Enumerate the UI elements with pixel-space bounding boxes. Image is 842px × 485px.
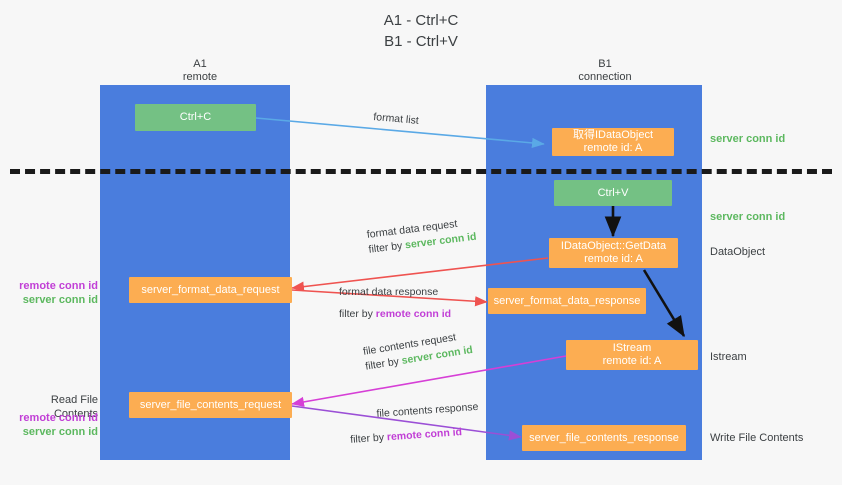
box-idataobject[interactable]: 取得IDataObject remote id: A: [552, 128, 674, 156]
lane-header-b1: B1 connection: [540, 58, 670, 84]
edge-label-format-data-response: format data response filter by remote co…: [339, 285, 451, 322]
left-label-remote-conn-id-2: remote conn id: [19, 412, 98, 424]
box-server-format-data-request[interactable]: server_format_data_request: [129, 277, 292, 303]
edge-label-format-data-response-line2: filter by remote conn id: [339, 307, 451, 322]
box-istream[interactable]: IStream remote id: A: [566, 340, 698, 370]
phase-separator: [10, 169, 832, 174]
right-label-server-conn-id-mid: server conn id: [710, 211, 786, 223]
left-label-server-conn-id-2: server conn id: [22, 426, 98, 438]
filter-prefix: filter by: [349, 431, 388, 446]
filter-value-remote-conn-id: remote conn id: [375, 308, 452, 320]
right-label-write-file-contents: Write File Contents: [710, 432, 804, 444]
page-title: A1 - Ctrl+C B1 - Ctrl+V: [383, 12, 459, 50]
edge-label-format-data-response-line1: format data response: [339, 286, 439, 298]
filter-prefix: filter by: [339, 308, 376, 320]
lane-header-a1-name: A1: [193, 58, 207, 70]
arrow-file-contents-response: [291, 405, 522, 441]
box-server-format-data-response[interactable]: server_format_data_response: [488, 288, 646, 314]
left-label-read-file-contents: Read File Contents: [50, 394, 98, 420]
box-server-file-contents-request[interactable]: server_file_contents_request: [129, 392, 292, 418]
left-label-server-conn-id-1: server conn id: [22, 294, 98, 306]
box-server-file-contents-response[interactable]: server_file_contents_response: [522, 425, 686, 451]
left-label-remote-conn-id-1: remote conn id: [19, 280, 98, 292]
box-ctrl-c[interactable]: Ctrl+C: [135, 104, 256, 131]
lane-header-b1-sub: connection: [578, 71, 632, 83]
right-label-istream: Istream: [710, 351, 747, 363]
arrow-format-list: [255, 117, 545, 149]
arrow-format-data-response: [291, 289, 488, 307]
lane-header-a1-sub: remote: [182, 71, 218, 83]
right-label-server-conn-id-top: server conn id: [710, 133, 786, 145]
box-getdata[interactable]: IDataObject::GetData remote id: A: [549, 238, 678, 268]
filter-prefix: filter by: [367, 239, 406, 256]
arrow-getdata-to-istream: [642, 269, 686, 338]
box-ctrl-v[interactable]: Ctrl+V: [554, 180, 672, 206]
lane-header-b1-name: B1: [598, 58, 612, 70]
edge-label-file-contents-response: file contents response filter by remote …: [350, 400, 481, 446]
right-label-dataobject: DataObject: [710, 246, 766, 258]
filter-value-remote-conn-id: remote conn id: [386, 426, 463, 444]
arrow-file-contents-request: [291, 355, 567, 407]
arrow-format-data-request: [291, 257, 549, 292]
lane-header-a1: A1 remote: [140, 58, 260, 84]
